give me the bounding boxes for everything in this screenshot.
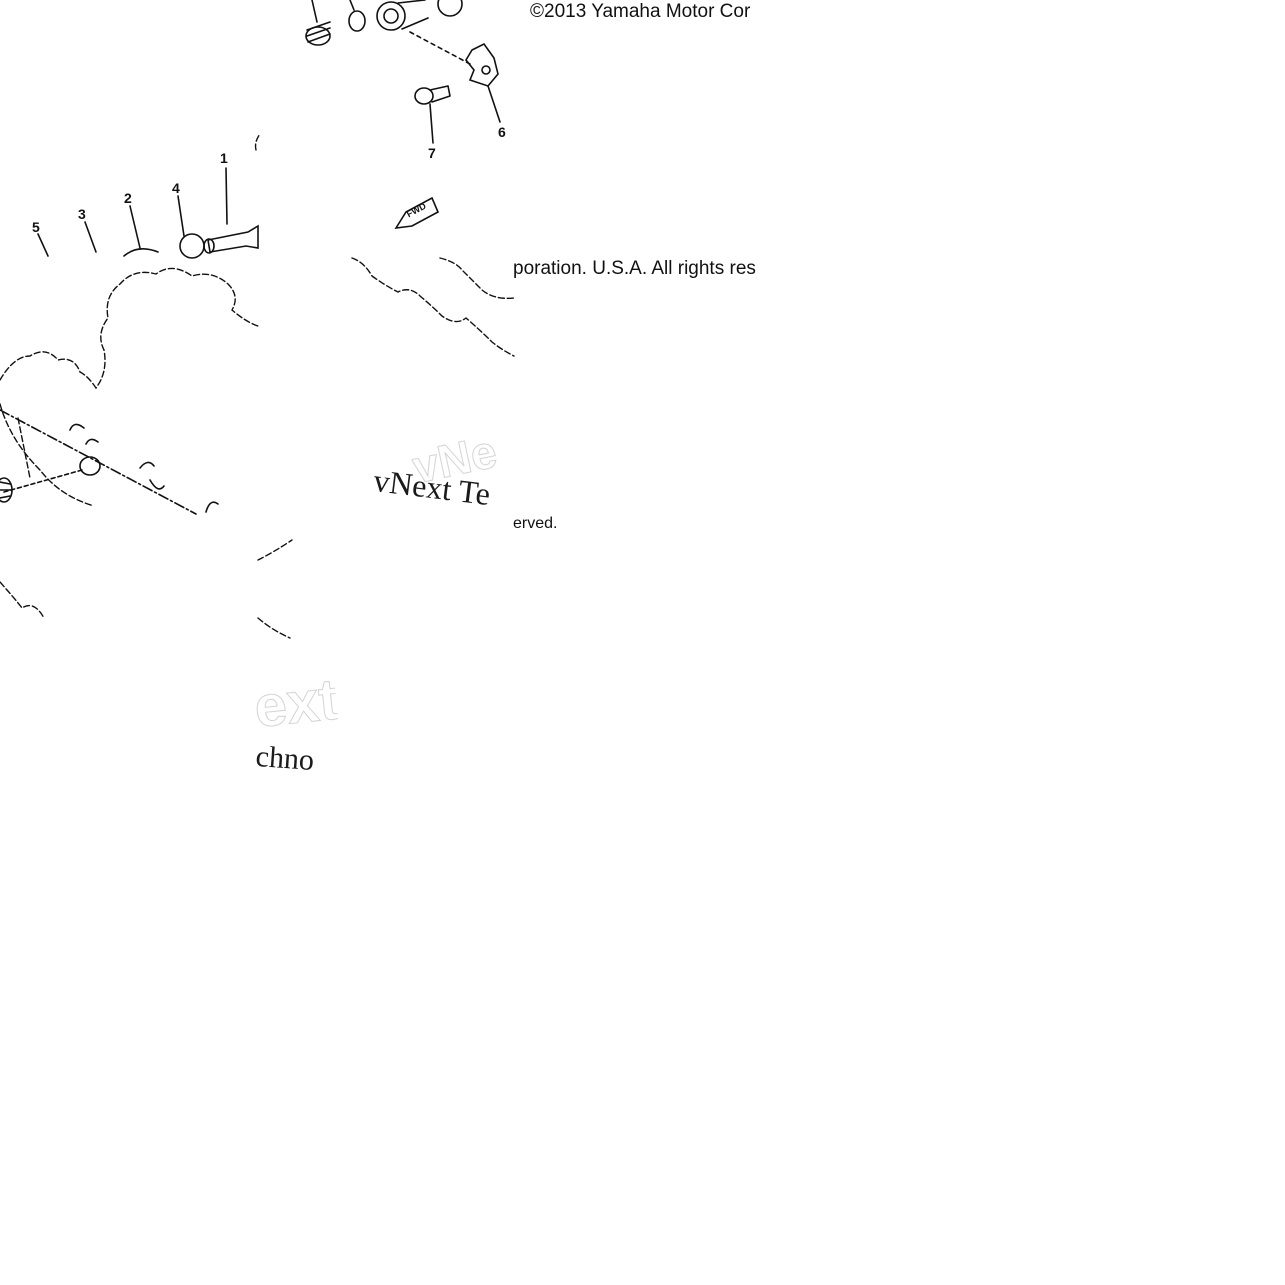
- watermark-outline-2: ext: [251, 666, 339, 735]
- callout-2: 2: [124, 190, 132, 206]
- leader-line-gear: [3, 469, 83, 493]
- spring-part: [305, 0, 331, 46]
- bushing-part: [376, 0, 429, 31]
- bolt-part: [414, 85, 451, 144]
- callout-5: 5: [32, 219, 40, 235]
- case-ribs: [69, 423, 219, 513]
- copyright-text-part-1: ©2013 Yamaha Motor Cor: [530, 0, 772, 26]
- shaft-part: [203, 224, 259, 254]
- copyright-text-part-3: erved.: [513, 515, 593, 533]
- callout-7: 7: [428, 145, 436, 161]
- gear-teeth-part: [0, 477, 13, 503]
- lever-part: [465, 42, 501, 123]
- callout-6: 6: [498, 124, 506, 140]
- callout-3: 3: [78, 206, 86, 222]
- copyright-text-part-2: poration. U.S.A. All rights res: [513, 257, 772, 281]
- gear-part-2: [123, 248, 159, 257]
- crankcase-outline: [0, 133, 293, 639]
- ring-part-4: [179, 233, 205, 259]
- centerline: [0, 409, 197, 515]
- callout-4: 4: [172, 180, 180, 196]
- leader-line-lever: [409, 31, 471, 65]
- crankcase-right-outline: [351, 257, 515, 357]
- fwd-arrow: [394, 196, 440, 230]
- washer-part: [348, 0, 366, 32]
- bearing-part: [79, 456, 101, 476]
- o-ring-part: [437, 0, 463, 17]
- watermark-text-2: chno: [254, 740, 316, 777]
- callout-1: 1: [220, 150, 228, 166]
